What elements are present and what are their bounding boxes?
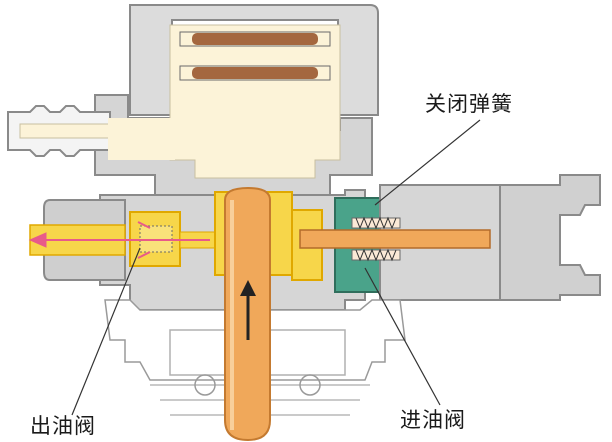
leader-lines <box>71 119 481 416</box>
seal-ring-right <box>299 374 321 396</box>
damper-spring-lower <box>179 65 331 81</box>
seal-ring-left <box>194 374 216 396</box>
inlet-nipple-bore <box>19 123 111 139</box>
flow-arrows <box>28 221 210 259</box>
plunger-arrow <box>240 280 256 340</box>
solenoid-housing <box>499 174 601 301</box>
inlet-valve-stem <box>299 229 491 249</box>
damper-spring-upper <box>179 31 331 47</box>
inlet-passage <box>108 118 175 160</box>
inlet-valve-spring <box>351 216 401 262</box>
label-inlet-valve: 进油阀 <box>400 408 466 432</box>
inner-chamber <box>169 24 341 179</box>
top-cap <box>129 4 379 116</box>
lower-flange-detail <box>169 329 346 376</box>
label-closing-spring: 关闭弹簧 <box>425 92 513 116</box>
label-outlet-valve: 出油阀 <box>30 414 96 438</box>
